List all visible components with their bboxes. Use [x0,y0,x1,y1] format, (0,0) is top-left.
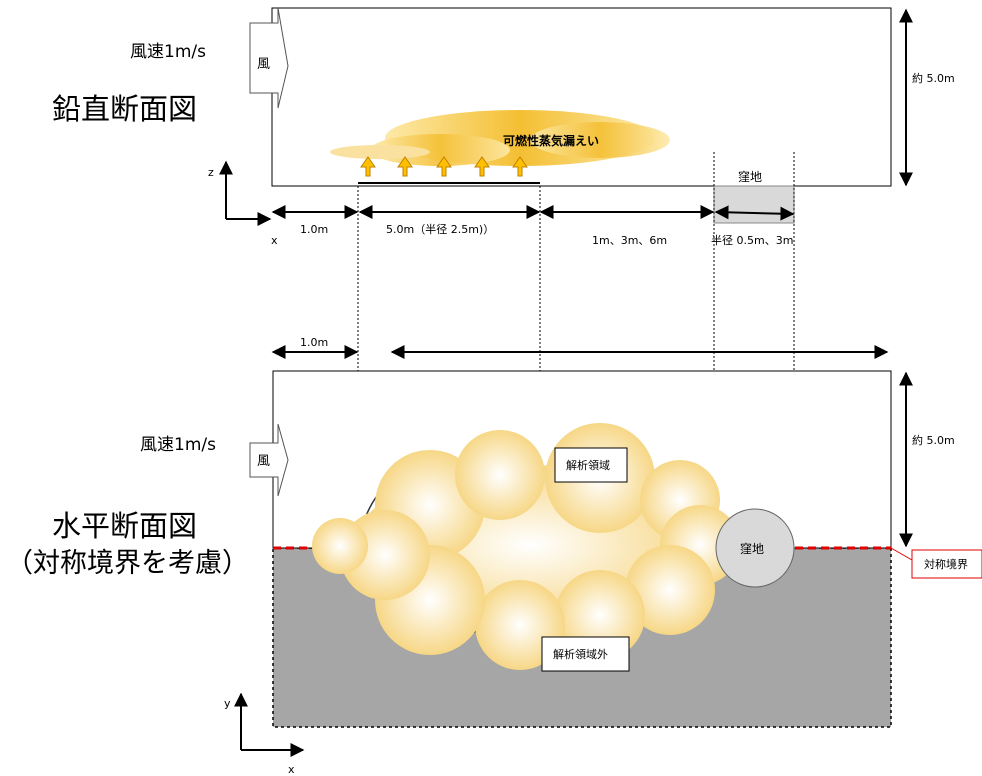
leak-label: 可燃性蒸気漏えい [503,133,599,148]
axis-x-label-vertical: x [271,234,278,247]
symmetry-label: 対称境界 [924,557,968,571]
dim-upstream-label-horizontal: 1.0m [300,336,328,349]
height-label-vertical: 約 5.0m [912,71,955,85]
axis-icon-horizontal [234,692,305,757]
upward-arrow-icons [360,156,528,177]
dim-pit-label: 半径 0.5m、3m [711,233,793,247]
axis-x-label-horizontal: x [288,763,295,776]
dim-arrow-pit-radius [714,205,795,221]
pit-label-vertical: 窪地 [738,169,762,184]
domain-label-box [554,447,628,483]
outside-label-box [541,636,630,672]
wind-arrow-icon [249,7,289,109]
wind-label-vertical: 風 [257,57,270,72]
height-label-horizontal: 約 5.0m [912,433,955,447]
axis-icon-vertical [219,160,272,226]
wind-arrow-icon-horizontal [249,423,289,497]
axis-z-label: z [208,166,214,179]
domain-label: 解析領域 [566,458,610,472]
outside-label: 解析領域外 [553,647,608,661]
horizontal-section-title: 水平断面図 [52,509,197,543]
horizontal-section-subtitle: （対称境界を考慮） [6,548,249,579]
vertical-section-title: 鉛直断面図 [52,92,197,126]
pit-circle [715,508,795,588]
symmetry-callout-box [911,549,982,579]
axis-y-label: y [224,697,231,710]
pit-label-horizontal: 窪地 [740,541,764,556]
wind-speed-vertical: 風速1m/s [130,42,206,62]
wind-label-horizontal: 風 [257,454,270,469]
dim-upstream-label: 1.0m [300,223,328,236]
dim-gap-label: 1m、3m、6m [592,234,667,247]
dim-source-label: 5.0m（半径 2.5m)） [386,222,494,236]
pit-vertical [713,185,795,224]
wind-speed-horizontal: 風速1m/s [140,435,216,455]
symmetry-leader [890,547,913,561]
